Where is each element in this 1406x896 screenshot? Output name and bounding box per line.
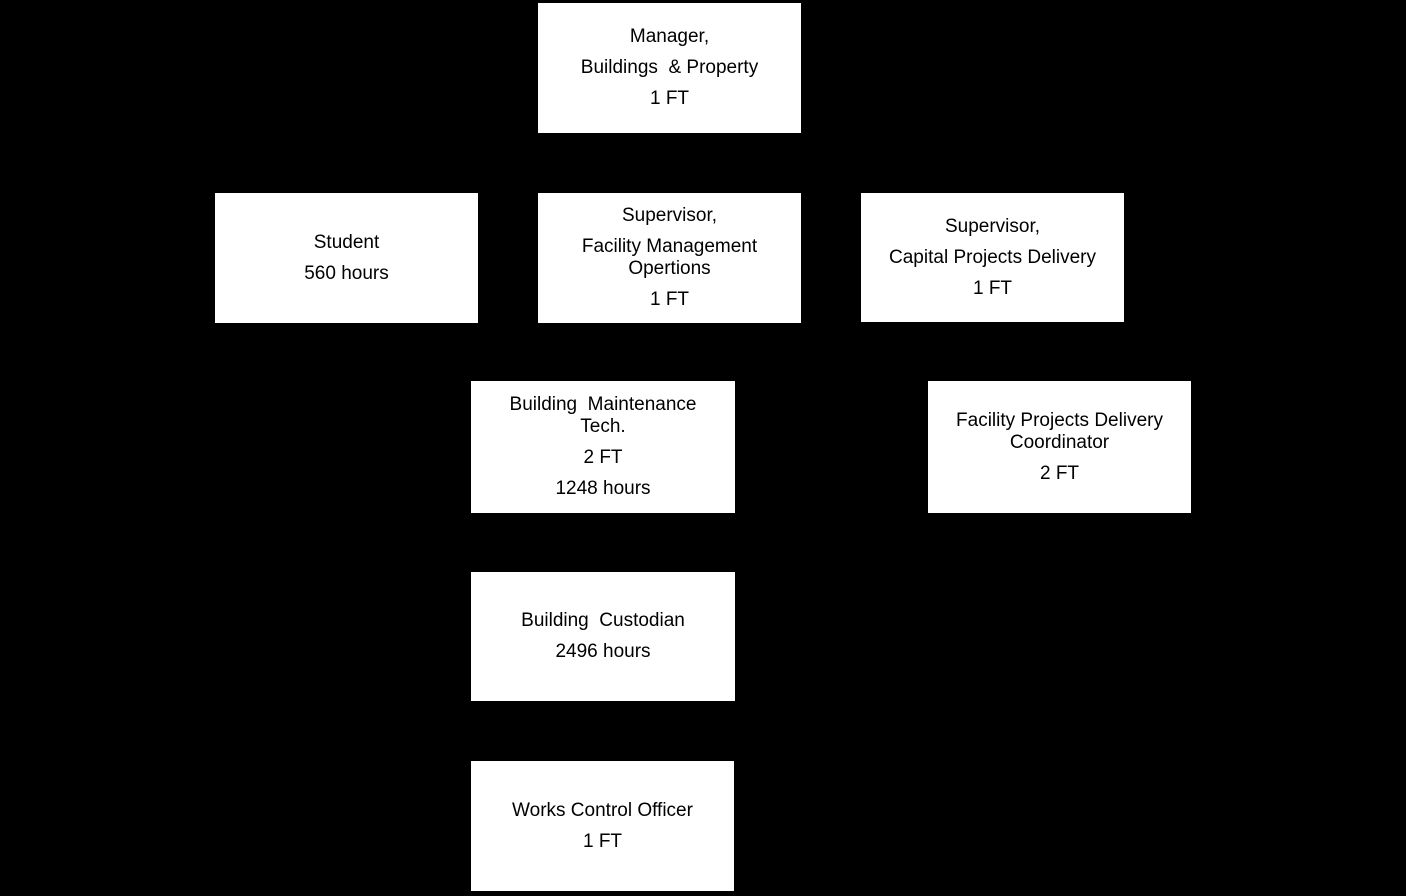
org-node-student: Student 560 hours (215, 193, 478, 323)
org-node-building-maintenance-tech: Building Maintenance Tech. 2 FT 1248 hou… (471, 381, 735, 513)
node-staffing-line: 2 FT (583, 447, 623, 468)
node-title-line: Buildings & Property (580, 57, 759, 78)
node-title-line: Works Control Officer (512, 799, 693, 821)
node-title-line: Supervisor, (944, 215, 1041, 237)
node-title-line: Opertions (628, 258, 711, 279)
org-node-supervisor-facility-management-opertions: Supervisor, Facility Management Opertion… (538, 193, 801, 323)
node-staffing-line: 2496 hours (555, 641, 651, 662)
org-node-manager-buildings-property: Manager, Buildings & Property 1 FT (538, 3, 801, 133)
node-staffing-line: 1 FT (972, 277, 1013, 299)
node-title-line: Tech. (580, 416, 626, 437)
node-staffing-line: 2 FT (1039, 462, 1080, 484)
org-node-supervisor-capital-projects-delivery: Supervisor, Capital Projects Delivery 1 … (861, 193, 1124, 322)
node-title-line: Capital Projects Delivery (889, 246, 1096, 268)
org-node-works-control-officer: Works Control Officer 1 FT (471, 761, 734, 891)
node-title-line: Facility Projects Delivery (956, 409, 1163, 431)
node-title-line: Facility Management (581, 236, 758, 257)
node-staffing-line: 560 hours (304, 262, 389, 284)
node-title-line: Building Maintenance (509, 394, 697, 415)
node-staffing-line: 1 FT (649, 289, 690, 310)
org-node-building-custodian: Building Custodian 2496 hours (471, 572, 735, 701)
node-title-line: Student (313, 231, 380, 253)
node-title-line: Building Custodian (521, 610, 685, 631)
node-title-line: Coordinator (1009, 431, 1110, 453)
node-staffing-line: 1 FT (582, 830, 623, 852)
node-title-line: Manager, (629, 26, 710, 47)
node-staffing-line: 1 FT (649, 88, 690, 109)
node-staffing-line: 1248 hours (555, 478, 651, 499)
org-node-facility-projects-delivery-coordinator: Facility Projects Delivery Coordinator 2… (928, 381, 1191, 513)
node-title-line: Supervisor, (621, 205, 718, 226)
